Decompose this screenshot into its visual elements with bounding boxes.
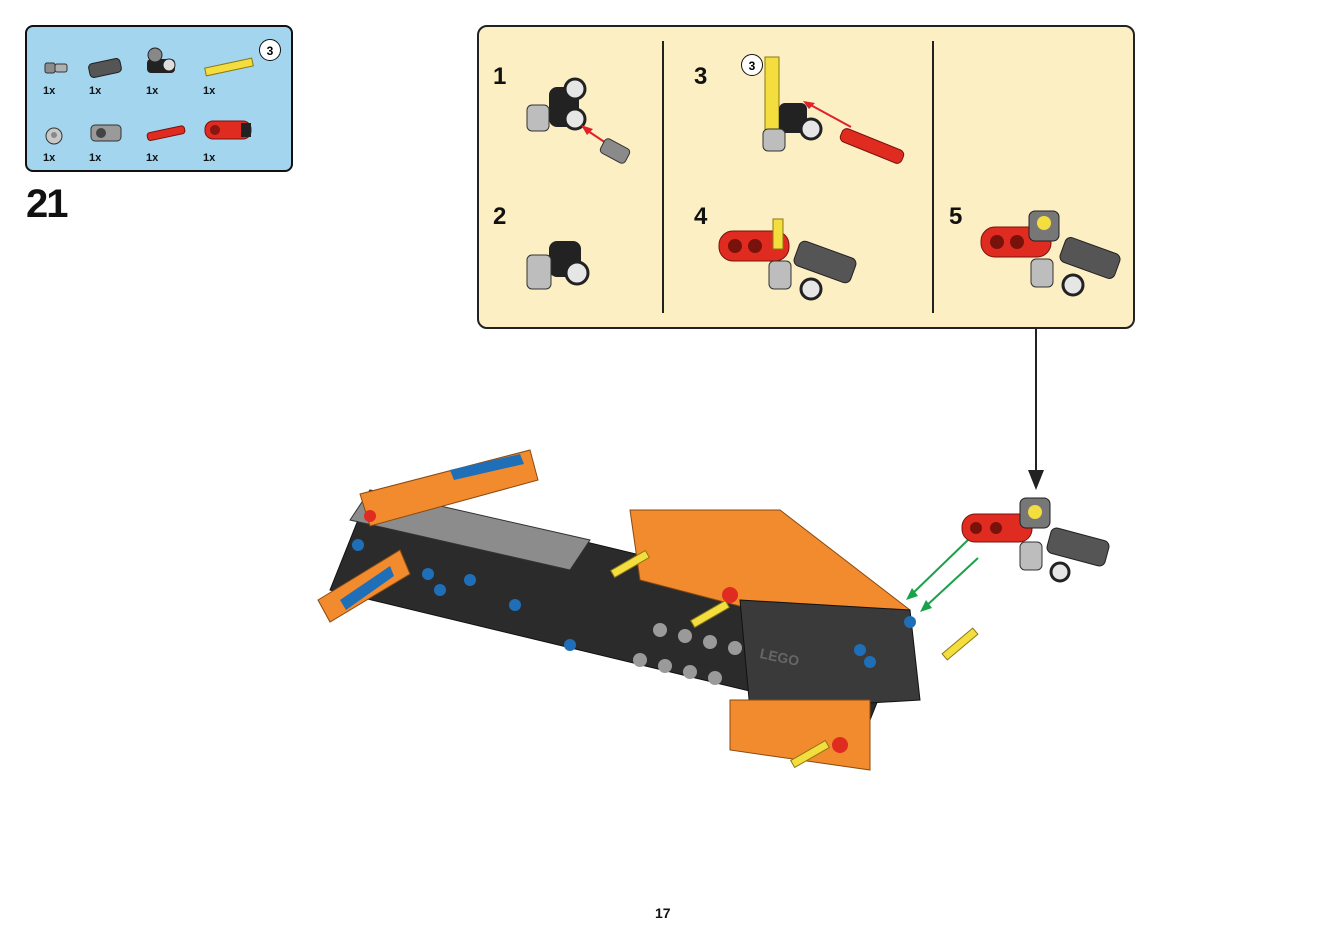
count-badge: 3	[259, 39, 281, 61]
substep-5-illustration	[980, 210, 1121, 297]
parts-list-box: 3 1x 1x 1x 1x 1x 1x 1x 1x	[25, 25, 293, 172]
yellow-axle-icon	[204, 57, 254, 77]
red-beam-icon	[204, 120, 252, 140]
page-number: 17	[655, 905, 671, 921]
substep-1-illustration	[526, 77, 631, 164]
main-model-illustration: LEGO	[317, 449, 979, 771]
grey-half-bush-icon	[45, 127, 63, 145]
part-qty: 1x	[203, 152, 216, 164]
step-number: 21	[26, 182, 68, 226]
substep-number: 2	[493, 203, 507, 230]
part-qty: 1x	[89, 152, 102, 164]
count-badge: 3	[741, 54, 763, 76]
callout-arrow	[1028, 328, 1044, 490]
part-qty: 1x	[146, 85, 159, 97]
grey-bush-icon	[44, 62, 68, 74]
part-qty: 1x	[43, 152, 56, 164]
substep-number: 1	[493, 63, 507, 90]
substep-number: 5	[949, 203, 963, 230]
part-qty: 1x	[203, 85, 216, 97]
part-qty: 1x	[146, 152, 159, 164]
black-double-connector-icon	[147, 47, 176, 73]
panel-divider	[662, 41, 664, 313]
substep-2-illustration	[526, 241, 590, 290]
substep-number: 4	[694, 203, 708, 230]
submodel-illustration	[961, 497, 1110, 583]
grey-pin-connector-icon	[90, 124, 122, 142]
panel-divider	[932, 41, 934, 313]
red-axle-pin-icon	[146, 125, 186, 142]
part-qty: 1x	[43, 85, 56, 97]
part-qty: 1x	[89, 85, 102, 97]
subassembly-panel: 1 2 3 4 5 3	[477, 25, 1135, 329]
dark-grey-connector-icon	[88, 58, 122, 78]
insertion-arrows	[906, 537, 979, 612]
substep-4-illustration	[718, 218, 857, 301]
substep-number: 3	[694, 63, 708, 90]
substep-3-illustration	[762, 56, 905, 164]
